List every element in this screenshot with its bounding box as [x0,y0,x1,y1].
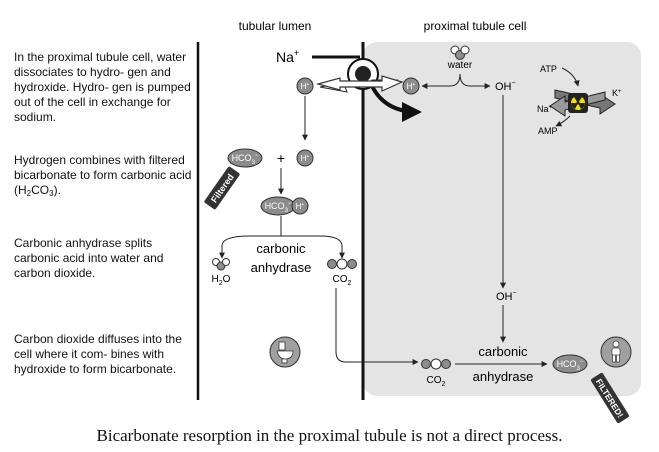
co2-molecule-lumen [327,258,357,270]
water-molecule [450,45,470,60]
anhydrase-label-lumen: anhydrase [251,260,312,275]
step-4-body: Carbon dioxide diffuses into the cell wh… [14,332,182,376]
cell-label: proximal tubule cell [424,19,527,33]
svg-text:H+: H+ [296,202,305,211]
na-into-cell-arrow [370,85,422,122]
h-ion-lumen-label: H+ [301,82,310,91]
hco3-molecule: HCO3− [227,148,263,168]
svg-text:HCO3−: HCO3− [265,201,292,214]
step-2-body: Hydrogen combines with filtered bicarbon… [14,153,192,197]
step-2-end: ). [53,183,61,197]
anhydrase-bracket-lumen [221,235,343,258]
oh-label-bottom: OH− [496,290,517,303]
step-2-post: CO [31,183,50,197]
step-1-body: In the proximal tubule cell, water disso… [14,50,191,124]
antiporter-core [355,66,371,82]
water-split-bracket [421,73,491,89]
amp-arrow [555,115,571,127]
step-4-text: Carbon dioxide diffuses into the cell wh… [14,332,192,377]
amp-label: AMP [538,126,558,136]
cell-body [363,42,641,396]
filtered-tag: Filtered [204,166,240,210]
step-3-body: Carbonic anhydrase splits carbonic acid … [14,236,164,280]
step-2-sub: 2 [26,189,32,198]
h2o-label: H2O [212,274,231,287]
atp-arrow [561,67,580,87]
carbonic-label-cell: carbonic [478,344,528,359]
plus-sign: + [277,150,285,166]
co2-diffusion-arrow [335,288,419,365]
oh-label-top: OH− [495,80,516,93]
na-sup: + [294,48,299,58]
na-pump-label: Na+ [537,104,553,114]
na-label: Na+ [276,48,299,65]
h-ion-cell [402,77,420,95]
radiation-icon [568,93,588,113]
carbonic-label-lumen: carbonic [256,241,306,256]
k-label: K+ [612,88,622,98]
h-ion-lumen [296,77,314,95]
co2-molecule-cell [421,358,451,370]
anhydrase-label-cell: anhydrase [473,369,534,384]
svg-text:HCO3−: HCO3− [557,359,584,372]
h-hollow-arrow [315,75,404,92]
h2o-molecule [212,258,230,271]
carbonic-acid-molecule: HCO3− H+ [260,196,309,216]
h-ion-combine [296,149,314,167]
hco3-molecule-cell: HCO3− [552,354,588,374]
step-2-text: Hydrogen combines with filtered bicarbon… [14,153,192,201]
na-text: Na [276,49,294,65]
step-1-text: In the proximal tubule cell, water disso… [14,50,192,125]
lumen-label: tubular lumen [239,19,312,33]
h-ion-cell-label: H+ [407,82,416,91]
person-icon [600,336,632,368]
step-3-text: Carbonic anhydrase splits carbonic acid … [14,236,192,281]
h-ion-combine-label: H+ [301,154,310,163]
water-label: water [447,60,473,71]
svg-text:HCO3−: HCO3− [232,153,259,166]
figure-caption: Bicarbonate resorption in the proximal t… [96,426,563,445]
co2-label-cell: CO2 [427,375,446,388]
atp-label: ATP [540,64,557,74]
co2-label-lumen: CO2 [333,274,352,287]
step-2-sub2: 3 [49,189,54,198]
toilet-icon [269,336,301,368]
